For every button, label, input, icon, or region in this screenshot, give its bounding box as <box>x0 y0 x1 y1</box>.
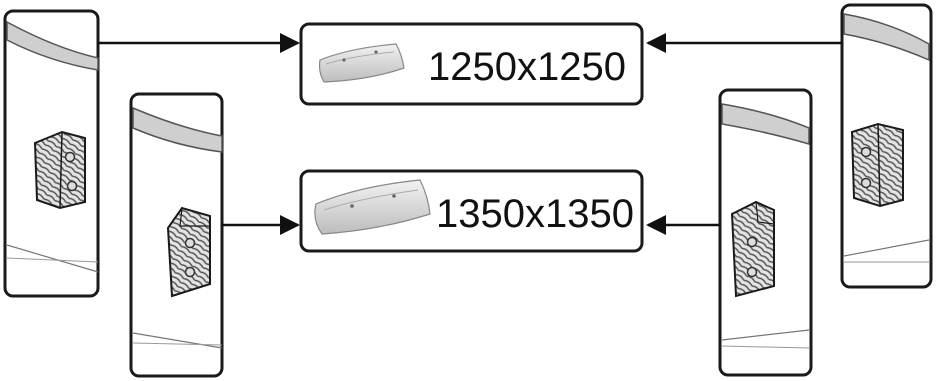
size-box-large: 1350x1350 <box>299 169 644 253</box>
arrows <box>98 33 842 235</box>
corner-bathtub-icon <box>314 179 431 235</box>
mount-panel-left-bottom <box>129 92 224 378</box>
mount-panel-right-bottom <box>718 88 813 377</box>
mounting-bracket-icon <box>850 122 904 208</box>
corner-bathtub-icon <box>318 43 405 83</box>
size-box-small: 1250x1250 <box>299 22 644 106</box>
mounting-bracket-icon <box>166 206 211 298</box>
size-label-large: 1350x1350 <box>436 192 634 236</box>
mounting-bracket-icon <box>33 130 86 210</box>
mounting-bracket-icon <box>730 200 775 298</box>
mount-panel-left-top <box>3 9 100 298</box>
mount-panel-right-top <box>840 3 933 289</box>
size-label-small: 1250x1250 <box>428 45 626 89</box>
